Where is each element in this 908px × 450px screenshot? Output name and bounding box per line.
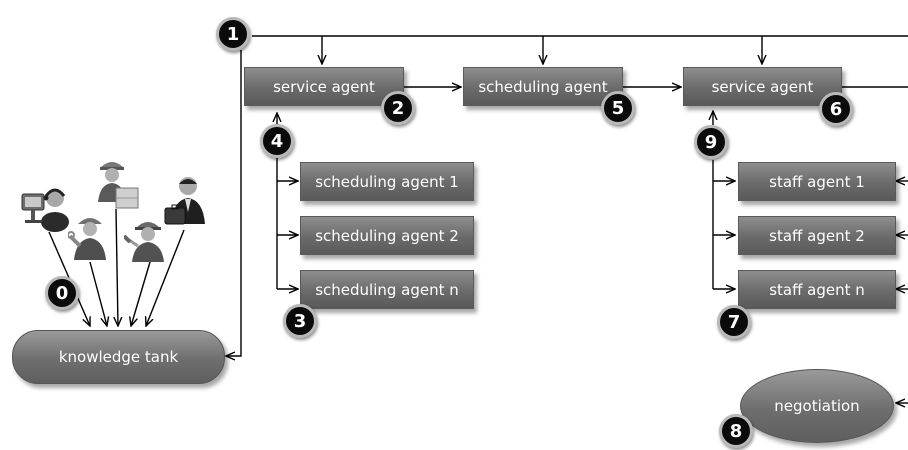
- arrow-person4-to-tank: [89, 261, 107, 326]
- negotiation-node: negotiation: [740, 369, 894, 443]
- negotiation-label: negotiation: [774, 397, 860, 415]
- step-badge-1: 1: [216, 17, 250, 51]
- scheduling-agent-n-box: scheduling agent n: [300, 270, 474, 309]
- staff-agent-1-box: staff agent 1: [738, 162, 896, 201]
- arrow-person2-to-tank: [116, 208, 118, 326]
- scheduling-agent-2-box: scheduling agent 2: [300, 216, 474, 255]
- arrow-to-knowledge-tank: [226, 50, 242, 356]
- headset-user-icon: [21, 188, 69, 232]
- step-badge-4: 4: [260, 124, 294, 158]
- step-badge-3: 3: [283, 304, 317, 338]
- step-badge-0: 0: [45, 276, 79, 310]
- step-badge-2: 2: [381, 91, 415, 125]
- step-badge-9: 9: [694, 125, 728, 159]
- step-badge-7: 7: [717, 305, 751, 339]
- service-agent-1-box: service agent: [244, 67, 404, 106]
- scheduling-agent-n-label: scheduling agent n: [315, 280, 459, 299]
- arrow-person3-to-tank: [146, 229, 185, 326]
- service-agent-2-label: service agent: [711, 77, 814, 96]
- knowledge-tank-node: knowledge tank: [12, 330, 225, 384]
- step-badge-8: 8: [719, 414, 753, 448]
- staff-agent-n-label: staff agent n: [769, 280, 865, 299]
- staff-agent-2-box: staff agent 2: [738, 216, 896, 255]
- staff-agent-1-label: staff agent 1: [769, 172, 865, 191]
- staff-agent-2-label: staff agent 2: [769, 226, 865, 245]
- mechanic-icon: [68, 218, 106, 260]
- scheduling-agent-1-box: scheduling agent 1: [300, 162, 474, 201]
- step-badge-6: 6: [819, 92, 853, 126]
- step-badge-5: 5: [601, 91, 635, 125]
- service-agent-1-label: service agent: [273, 77, 375, 96]
- scheduling-agent-box: scheduling agent: [463, 67, 623, 106]
- construction-worker-icon: [124, 222, 164, 262]
- knowledge-tank-label: knowledge tank: [58, 348, 179, 366]
- service-agent-2-box: service agent: [683, 67, 842, 106]
- arrow-person5-to-tank: [131, 261, 151, 326]
- scheduling-agent-label: scheduling agent: [478, 77, 608, 96]
- scheduling-agent-2-label: scheduling agent 2: [315, 226, 459, 245]
- worker-with-box-icon: [98, 162, 139, 209]
- businessman-icon: [164, 177, 205, 225]
- staff-agent-n-box: staff agent n: [738, 270, 896, 309]
- scheduling-agent-1-label: scheduling agent 1: [315, 172, 459, 191]
